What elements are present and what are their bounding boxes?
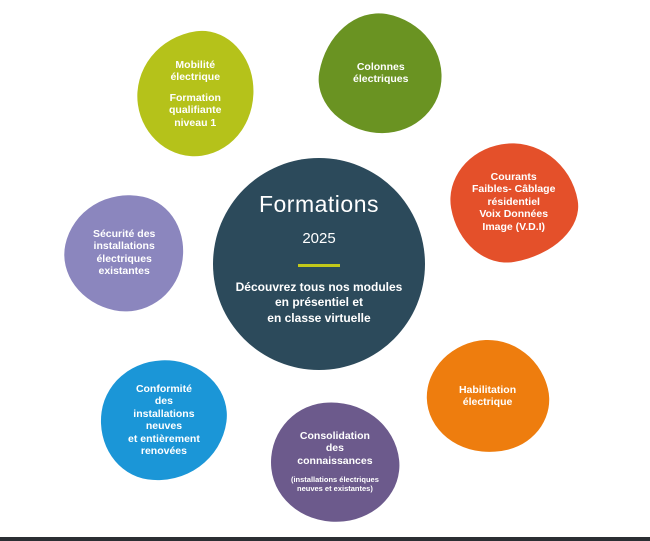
module-label-line: Consolidation xyxy=(299,430,370,443)
module-label-line: des xyxy=(154,395,173,408)
module-label-line: Sécurité des xyxy=(92,227,156,240)
module-label-line: niveau 1 xyxy=(174,116,217,129)
bottom-border xyxy=(0,537,650,541)
module-label-line: résidentiel xyxy=(487,195,541,208)
center-year: 2025 xyxy=(302,230,336,247)
module-conformite-installations[interactable]: Conformité des installations neuves et e… xyxy=(93,351,234,490)
module-label-line: installations xyxy=(132,408,195,421)
module-consolidation-note: (installations électriques neuves et exi… xyxy=(291,476,379,494)
module-habilitation-title: Habilitation électrique xyxy=(459,384,516,409)
module-conformite-title: Conformité des installations neuves et e… xyxy=(128,383,200,457)
module-label-line: des xyxy=(325,442,345,455)
module-securite-title: Sécurité des installations électriques e… xyxy=(93,228,155,278)
module-colonnes-title: Colonnes électriques xyxy=(353,61,408,86)
module-label-line: Voix Données xyxy=(479,208,549,221)
module-label-line: connaissances xyxy=(297,455,373,468)
module-label-line: Faibles- Câblage xyxy=(472,183,556,196)
module-label-line: qualifiante xyxy=(169,104,222,117)
module-label-line: Image (V.D.I) xyxy=(482,220,546,233)
module-label-line: Formation xyxy=(169,91,222,104)
module-label-line: Conformité xyxy=(135,383,192,396)
module-label-line: Colonnes xyxy=(357,61,405,74)
module-courants-faibles[interactable]: Courants Faibles- Câblage résidentiel Vo… xyxy=(441,132,587,272)
module-securite-installations[interactable]: Sécurité des installations électriques e… xyxy=(54,183,194,322)
module-consolidation-title: Consolidation des connaissances (install… xyxy=(291,430,379,493)
module-label-line: Mobilité xyxy=(175,59,216,72)
module-label-line: électriques xyxy=(353,73,409,86)
center-divider xyxy=(298,264,340,267)
module-label-line: électriques xyxy=(96,252,152,265)
module-colonnes-electriques[interactable]: Colonnes électriques xyxy=(310,4,452,143)
center-title: Formations xyxy=(258,191,380,217)
module-label-line: renovées xyxy=(140,445,187,458)
module-note-line: neuves et existantes) xyxy=(297,484,373,494)
module-label-line: électrique xyxy=(170,71,221,84)
module-habilitation-electrique[interactable]: Habilitation électrique xyxy=(415,327,560,466)
module-label-line: installations xyxy=(93,240,155,253)
module-label-line: existantes xyxy=(98,264,150,277)
center-description: Découvrez tous nos modules en présentiel… xyxy=(213,280,425,326)
module-consolidation-connaissances[interactable]: Consolidation des connaissances (install… xyxy=(265,395,405,529)
formations-center-circle: Formations 2025 Découvrez tous nos modul… xyxy=(213,158,425,370)
module-courants-title: Courants Faibles- Câblage résidentiel Vo… xyxy=(472,171,555,233)
module-mobilite-electrique[interactable]: Mobilité électrique Formation qualifiant… xyxy=(128,24,263,164)
module-label-line: électrique xyxy=(462,396,513,409)
module-label-line: neuves xyxy=(145,420,182,433)
center-description-line: en présentiel et xyxy=(274,295,364,310)
center-description-line: Découvrez tous nos modules xyxy=(235,280,403,294)
module-label-line: Habilitation xyxy=(458,384,517,397)
center-description-line: en classe virtuelle xyxy=(267,310,371,325)
module-label-line: et entièrement xyxy=(127,432,200,445)
module-label-line: Courants xyxy=(490,171,538,184)
module-mobilite-title: Mobilité électrique Formation qualifiant… xyxy=(169,59,222,129)
